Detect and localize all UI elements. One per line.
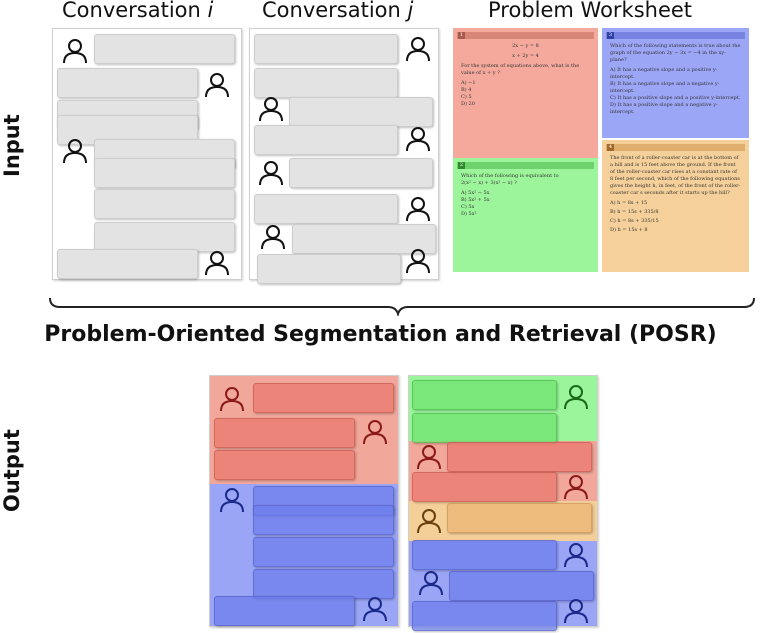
message-bubble: [412, 540, 557, 570]
message-bubble: [412, 472, 557, 502]
header-conversation-i: Conversation i: [62, 0, 214, 22]
message-bubble: [449, 571, 594, 601]
header-conversation-j: Conversation j: [262, 0, 414, 22]
person-icon: [259, 97, 283, 122]
person-icon: [259, 161, 283, 186]
message-bubble: [253, 569, 394, 599]
message-bubble: [447, 503, 592, 533]
message-bubble: [253, 537, 394, 567]
message-bubble: [254, 68, 398, 98]
message-bubble: [412, 413, 557, 443]
problem-4-number: 4: [607, 144, 614, 151]
person-icon: [417, 445, 441, 470]
message-bubble: [254, 125, 398, 155]
message-bubble: [412, 380, 557, 410]
message-bubble: [94, 158, 235, 188]
person-icon: [220, 488, 244, 513]
message-bubble: [289, 97, 433, 127]
person-icon: [205, 73, 229, 98]
person-icon: [406, 197, 430, 222]
message-bubble: [254, 34, 398, 64]
person-icon: [205, 251, 229, 276]
person-icon: [564, 385, 588, 410]
person-icon: [220, 387, 244, 412]
problem-1-header-bar: [457, 32, 594, 39]
worksheet-problem-1: 1 2x − y = 8 x + 2y = 4 For the system o…: [453, 28, 598, 158]
worksheet-problem-4: 4 The front of a roller-coaster car is a…: [602, 140, 749, 272]
person-icon: [363, 597, 387, 622]
problem-3-header-bar: [606, 32, 745, 39]
message-bubble: [257, 254, 401, 284]
message-bubble: [253, 383, 394, 413]
message-bubble: [57, 249, 198, 279]
message-bubble: [94, 189, 235, 219]
curly-brace: [49, 297, 755, 316]
problem-1-number: 1: [458, 32, 465, 39]
problem-3-number: 3: [607, 32, 614, 39]
message-bubble: [214, 418, 355, 448]
person-icon: [564, 599, 588, 624]
message-bubble: [214, 450, 355, 480]
message-bubble: [214, 596, 355, 626]
problem-4-header-bar: [606, 144, 745, 151]
person-icon: [417, 509, 441, 534]
problem-2-number: 2: [458, 162, 465, 169]
person-icon: [406, 127, 430, 152]
message-bubble: [94, 34, 235, 64]
message-bubble: [57, 68, 198, 98]
worksheet-problem-2: 2 Which of the following is equivalent t…: [453, 158, 598, 272]
message-bubble: [447, 442, 592, 472]
person-icon: [363, 420, 387, 445]
worksheet-problem-3: 3 Which of the following statements is t…: [602, 28, 749, 138]
person-icon: [564, 543, 588, 568]
person-icon: [261, 225, 285, 250]
side-label-input: Input: [0, 114, 24, 177]
problem-2-header-bar: [457, 162, 594, 169]
message-bubble: [253, 505, 394, 535]
person-icon: [564, 475, 588, 500]
header-problem-worksheet: Problem Worksheet: [488, 0, 693, 22]
person-icon: [63, 39, 87, 64]
posr-title: Problem-Oriented Segmentation and Retrie…: [44, 322, 717, 347]
side-label-output: Output: [0, 429, 24, 512]
message-bubble: [412, 601, 557, 631]
person-icon: [419, 571, 443, 596]
message-bubble: [94, 222, 235, 252]
problem-worksheet: 1 2x − y = 8 x + 2y = 4 For the system o…: [453, 28, 749, 272]
message-bubble: [254, 194, 398, 224]
person-icon: [63, 139, 87, 164]
person-icon: [406, 249, 430, 274]
person-icon: [406, 37, 430, 62]
message-bubble: [289, 158, 433, 188]
message-bubble: [292, 224, 436, 254]
